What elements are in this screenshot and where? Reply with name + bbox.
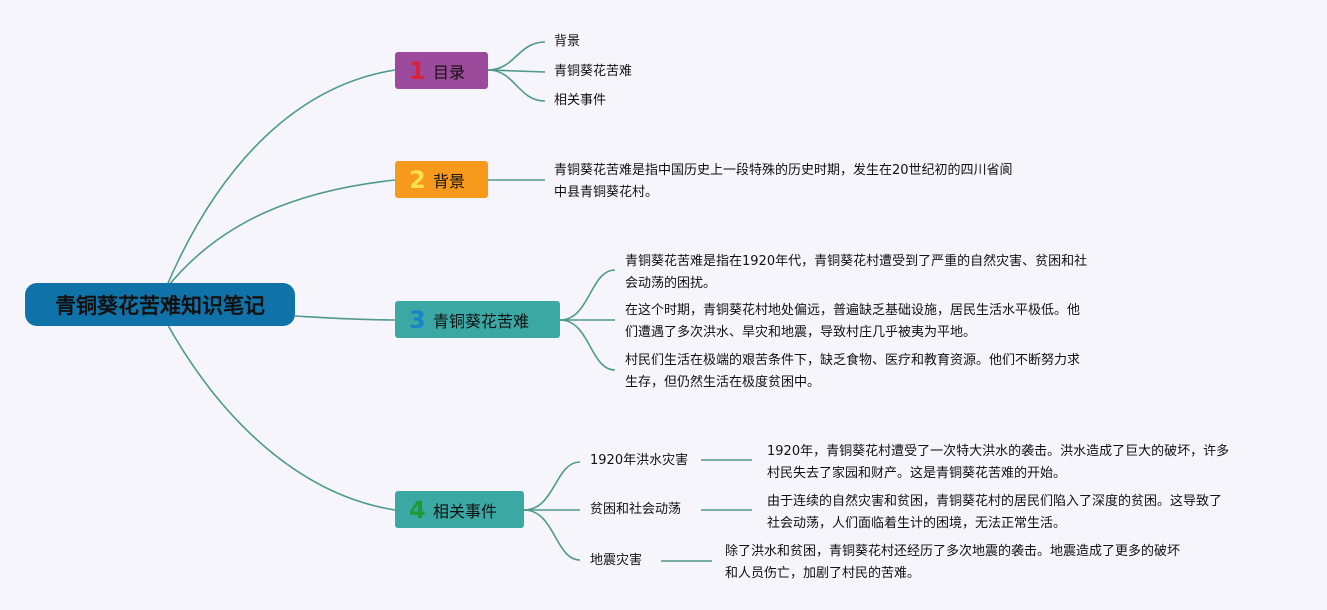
connector-1-b	[487, 69, 546, 73]
branch-node-hardship[interactable]: 3 青铜葵花苦难	[395, 301, 560, 338]
root-topic[interactable]: 青铜葵花苦难知识笔记	[25, 283, 295, 326]
text-line: 会动荡的困扰。	[625, 276, 717, 291]
event-name-poverty[interactable]: 贫困和社会动荡	[590, 502, 682, 517]
text-line: 青铜葵花苦难是指中国历史上一段特殊的历史时期，发生在20世纪初的四川省阆	[554, 163, 1013, 178]
branch-label: 相关事件	[433, 501, 498, 521]
text-line: 村民失去了家园和财产。这是青铜葵花苦难的开始。	[767, 466, 1067, 481]
connector-1-c	[487, 69, 546, 102]
branch-node-catalog[interactable]: 1 目录	[395, 52, 488, 89]
text-line: 社会动荡，人们面临着生计的困境，无法正常生活。	[767, 516, 1067, 531]
branch-number: 2	[409, 165, 426, 194]
catalog-item[interactable]: 背景	[554, 34, 581, 49]
event-desc-flood[interactable]: 1920年，青铜葵花村遭受了一次特大洪水的袭击。洪水造成了巨大的破坏，许多 村民…	[767, 441, 1229, 485]
connector-3-c	[559, 319, 616, 371]
catalog-item[interactable]: 青铜葵花苦难	[554, 64, 633, 79]
connector-4-c	[523, 509, 581, 561]
hardship-paragraph[interactable]: 青铜葵花苦难是指在1920年代，青铜葵花村遭受到了严重的自然灾害、贫困和社 会动…	[625, 251, 1087, 295]
text-line: 中县青铜葵花村。	[554, 185, 659, 200]
branch-label: 背景	[433, 171, 466, 191]
background-text[interactable]: 青铜葵花苦难是指中国历史上一段特殊的历史时期，发生在20世纪初的四川省阆 中县青…	[554, 160, 1013, 204]
event-desc-earthquake[interactable]: 除了洪水和贫困，青铜葵花村还经历了多次地震的袭击。地震造成了更多的破坏 和人员伤…	[725, 541, 1180, 585]
branch-number: 1	[409, 56, 426, 85]
branch-node-events[interactable]: 4 相关事件	[395, 491, 524, 528]
text-line: 生存，但仍然生活在极度贫困中。	[625, 375, 821, 390]
text-line: 1920年，青铜葵花村遭受了一次特大洪水的袭击。洪水造成了巨大的破坏，许多	[767, 444, 1230, 459]
connector-root-3	[294, 315, 396, 321]
text-line: 们遭遇了多次洪水、旱灾和地震，导致村庄几乎被夷为平地。	[625, 325, 977, 340]
text-line: 在这个时期，青铜葵花村地处偏远，普遍缺乏基础设施，居民生活水平极低。他	[625, 303, 1081, 318]
text-line: 由于连续的自然灾害和贫困，青铜葵花村的居民们陷入了深度的贫困。这导致了	[767, 494, 1223, 509]
catalog-item[interactable]: 相关事件	[554, 93, 607, 108]
branch-label: 目录	[433, 62, 466, 82]
branch-label: 青铜葵花苦难	[433, 311, 530, 331]
hardship-paragraph[interactable]: 在这个时期，青铜葵花村地处偏远，普遍缺乏基础设施，居民生活水平极低。他 们遭遇了…	[625, 300, 1080, 344]
connector-root-2	[164, 179, 396, 291]
branch-number: 4	[409, 495, 426, 524]
connector-3-a	[559, 269, 616, 321]
connector-1-a	[487, 41, 546, 71]
root-title: 青铜葵花苦难知识笔记	[55, 293, 265, 318]
connector-root-1	[164, 69, 396, 291]
text-line: 村民们生活在极端的艰苦条件下，缺乏食物、医疗和教育资源。他们不断努力求	[625, 353, 1081, 368]
text-line: 除了洪水和贫困，青铜葵花村还经历了多次地震的袭击。地震造成了更多的破坏	[725, 544, 1181, 559]
hardship-paragraph[interactable]: 村民们生活在极端的艰苦条件下，缺乏食物、医疗和教育资源。他们不断努力求 生存，但…	[625, 350, 1080, 394]
connector-root-4	[164, 319, 396, 511]
branch-number: 3	[409, 305, 426, 334]
connector-4-a	[523, 461, 581, 511]
text-line: 青铜葵花苦难是指在1920年代，青铜葵花村遭受到了严重的自然灾害、贫困和社	[625, 254, 1088, 269]
branch-node-background[interactable]: 2 背景	[395, 161, 488, 198]
event-name-earthquake[interactable]: 地震灾害	[590, 553, 643, 568]
event-desc-poverty[interactable]: 由于连续的自然灾害和贫困，青铜葵花村的居民们陷入了深度的贫困。这导致了 社会动荡…	[767, 491, 1222, 535]
text-line: 和人员伤亡，加剧了村民的苦难。	[725, 566, 921, 581]
event-name-flood[interactable]: 1920年洪水灾害	[590, 453, 689, 468]
